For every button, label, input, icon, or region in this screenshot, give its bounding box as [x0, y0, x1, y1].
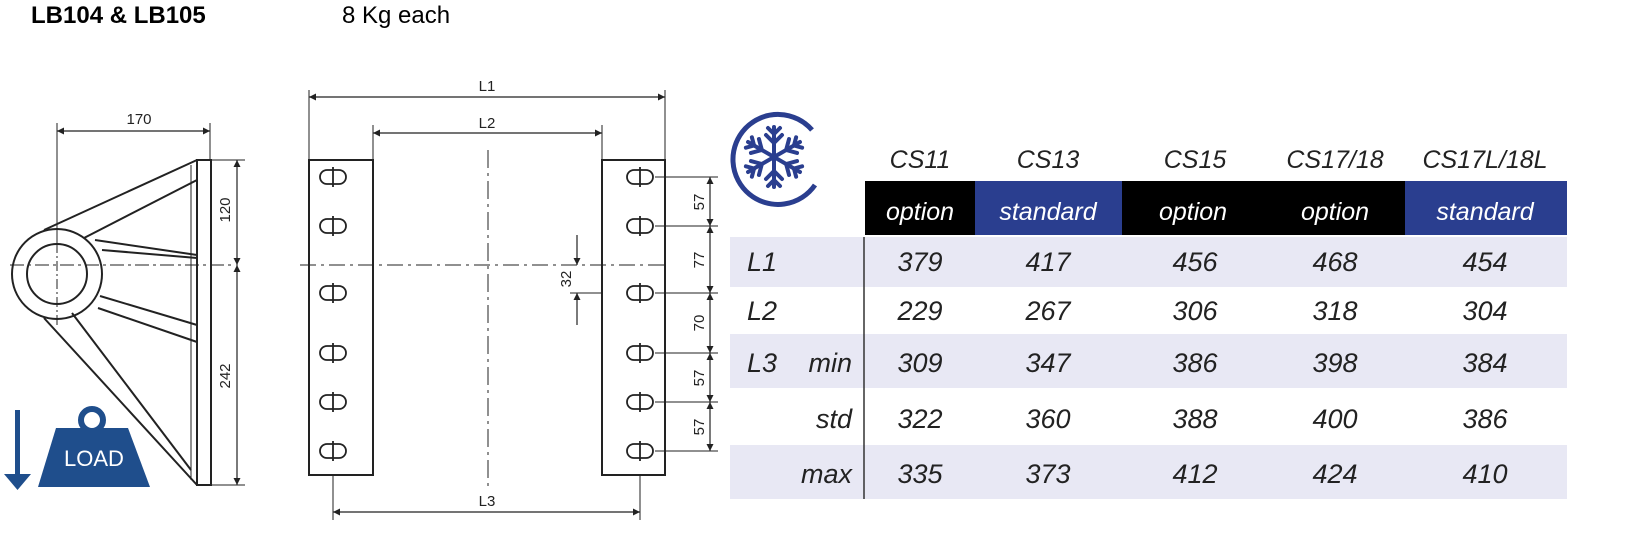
table-cell: 347: [1025, 348, 1071, 378]
dim-spacing-5: 57: [691, 419, 708, 436]
table-cell: 306: [1172, 296, 1218, 326]
table-cell: 468: [1312, 247, 1357, 277]
table-cell: 379: [897, 247, 942, 277]
row-label: L3: [747, 348, 777, 378]
availability-label: option: [1301, 198, 1369, 226]
availability-label: option: [1159, 198, 1227, 226]
table-cell: 454: [1462, 247, 1507, 277]
row-label: L2: [747, 296, 777, 326]
dim-spacing-3: 70: [691, 315, 708, 332]
load-label: LOAD: [64, 446, 124, 471]
row-sublabel: std: [816, 404, 853, 434]
table-cell: 400: [1312, 404, 1357, 434]
availability-cell-option: [865, 181, 975, 235]
table-cell: 309: [897, 348, 942, 378]
availability-cell-standard: [1405, 181, 1567, 235]
table-cell: 267: [1024, 296, 1071, 326]
row-sublabel: min: [808, 348, 852, 378]
table-cell: 398: [1312, 348, 1357, 378]
column-header: CS13: [1017, 146, 1080, 174]
table-cell: 424: [1312, 459, 1357, 489]
availability-label: standard: [1436, 198, 1534, 226]
table-cell: 417: [1025, 247, 1071, 277]
dim-170: 170: [126, 111, 151, 128]
table-cell: 373: [1025, 459, 1070, 489]
row-sublabel: max: [801, 459, 854, 489]
availability-label: standard: [999, 198, 1097, 226]
table-cell: 388: [1172, 404, 1217, 434]
dim-l1: L1: [479, 78, 496, 95]
row-label: L1: [747, 247, 777, 277]
down-arrow-icon: [4, 410, 31, 490]
dim-spacing-1: 57: [691, 194, 708, 211]
availability-label: option: [886, 198, 954, 226]
table-cell: 335: [897, 459, 943, 489]
table-cell: 386: [1172, 348, 1218, 378]
snowflake-icon: [730, 111, 818, 207]
availability-cell-standard: [975, 181, 1122, 235]
table-cell: 229: [896, 296, 942, 326]
table-cell: 456: [1172, 247, 1218, 277]
weight-label: 8 Kg each: [342, 2, 451, 29]
column-header: CS17/18: [1286, 146, 1383, 174]
table-cell: 322: [897, 404, 942, 434]
column-header: CS15: [1164, 146, 1227, 174]
dim-120: 120: [217, 197, 234, 222]
dim-spacing-4: 57: [691, 370, 708, 387]
table-cell: 304: [1462, 296, 1507, 326]
load-weight-icon: [38, 406, 150, 487]
dim-l2: L2: [479, 115, 496, 132]
dim-spacing-2: 77: [691, 252, 708, 269]
availability-cell-option: [1122, 181, 1265, 235]
table-cell: 412: [1172, 459, 1217, 489]
front-view-drawing: [300, 90, 718, 520]
table-cell: 360: [1025, 404, 1070, 434]
table-cell: 386: [1462, 404, 1508, 434]
dim-242: 242: [217, 363, 234, 388]
table-cell: 384: [1462, 348, 1507, 378]
availability-cell-option: [1265, 181, 1405, 235]
dim-l3: L3: [479, 493, 496, 510]
side-view-drawing: [10, 123, 245, 486]
model-title: LB104 & LB105: [31, 2, 206, 29]
table-cell: 318: [1312, 296, 1357, 326]
column-header: CS11: [890, 146, 951, 174]
table-cell: 410: [1462, 459, 1507, 489]
dimensions-table: CS11 CS13 CS15 CS17/18 CS17L/18L option …: [730, 146, 1567, 499]
column-header: CS17L/18L: [1422, 146, 1547, 174]
dim-offset: 32: [558, 271, 575, 288]
